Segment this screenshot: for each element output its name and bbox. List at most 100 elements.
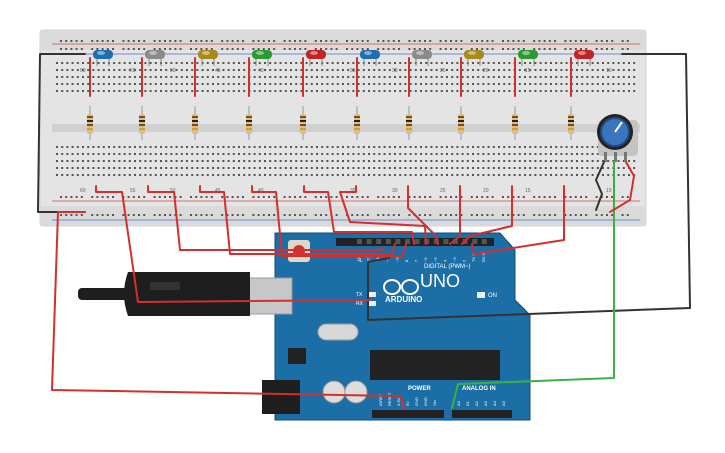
column-number-bottom: 10: [606, 188, 612, 194]
digital-pin[interactable]: [357, 239, 362, 244]
wire-analog-a0: [451, 161, 615, 409]
analog-pin-label: A0: [456, 400, 461, 406]
column-number-top: 45: [215, 68, 221, 74]
on-label: ON: [488, 293, 497, 299]
led-row: [93, 50, 594, 66]
analog-header[interactable]: [452, 410, 512, 418]
analog-label: ANALOG IN: [462, 386, 496, 392]
wire-5v: [51, 211, 405, 409]
digital-pin[interactable]: [414, 239, 420, 244]
power-pin-label: RESET: [387, 392, 392, 406]
power-pin-label: GND: [414, 397, 419, 406]
resistor[interactable]: [139, 106, 145, 140]
tx-label: TX: [356, 292, 363, 298]
digital-pin[interactable]: [405, 239, 410, 244]
resistor[interactable]: [300, 106, 306, 140]
led-blue-1[interactable]: [93, 50, 113, 66]
l-label: L: [360, 258, 363, 264]
power-pin-label: 5V: [405, 401, 410, 406]
digital-pin[interactable]: [395, 239, 401, 244]
brand-label: ARDUINO: [385, 295, 422, 304]
rx-label: RX: [356, 301, 364, 307]
digital-pin[interactable]: [366, 239, 372, 244]
column-number-top: 15: [525, 68, 531, 74]
digital-pin-label: 13: [356, 257, 361, 262]
model-label: UNO: [420, 271, 460, 291]
column-number-top: 20: [483, 68, 489, 74]
digital-label: DIGITAL (PWM~): [424, 264, 471, 270]
resistor[interactable]: [87, 106, 93, 140]
digital-pin[interactable]: [433, 239, 439, 244]
analog-pin-labels: A0 A1 A2 A3 A4 A5: [456, 400, 506, 406]
power-label: POWER: [408, 386, 431, 392]
digital-pin-label: 12: [366, 257, 371, 262]
column-number-top: 60: [80, 68, 86, 74]
digital-pin[interactable]: [453, 239, 458, 244]
digital-pin[interactable]: [472, 239, 478, 244]
column-number-top: 55: [130, 68, 136, 74]
digital-pin-label: ~5: [433, 257, 438, 262]
breadboard-holes: [56, 40, 636, 216]
digital-pin-label: ~3: [452, 257, 457, 262]
usb-cable: [78, 272, 250, 316]
column-number-top: 35: [350, 68, 356, 74]
atmega-chip: [370, 350, 500, 380]
digital-pin-label: ~6: [423, 257, 428, 262]
power-header[interactable]: [372, 410, 444, 418]
power-pin-label: Vin: [432, 400, 437, 406]
column-number-bottom: 20: [483, 188, 489, 194]
resistor[interactable]: [246, 106, 252, 140]
digital-pin-label: ~9: [394, 257, 399, 262]
led-green-2[interactable]: [518, 50, 538, 66]
led-gray-1[interactable]: [145, 50, 165, 66]
led-gray-2[interactable]: [412, 50, 432, 66]
digital-pin-label: ~11: [375, 255, 380, 262]
column-number-top: 25: [440, 68, 446, 74]
digital-pin-label: 8: [404, 259, 409, 262]
digital-pin-label: 7: [414, 259, 419, 262]
arduino-uno-board[interactable]: UNO ARDUINO ON TX RX DIGITAL (PWM~) POWE…: [247, 232, 531, 421]
wire-ground-right: [367, 53, 691, 321]
analog-pin-label: A1: [465, 400, 470, 406]
column-number-top: 30: [392, 68, 398, 74]
led-green-1[interactable]: [252, 50, 272, 66]
analog-pin-label: A5: [501, 400, 506, 406]
digital-pin[interactable]: [443, 239, 449, 244]
digital-pin[interactable]: [481, 239, 487, 244]
potentiometer[interactable]: [597, 114, 638, 162]
resistor[interactable]: [406, 106, 412, 140]
digital-pin-label: RX 0: [481, 252, 486, 262]
breadboard[interactable]: 6060555550504545404035353030252520201515…: [39, 29, 647, 227]
column-number-bottom: 15: [525, 188, 531, 194]
led-blue-2[interactable]: [360, 50, 380, 66]
power-pin-label: 3.3V: [396, 397, 401, 406]
usb-port[interactable]: [247, 277, 293, 315]
digital-pin-label: 2: [462, 259, 467, 262]
column-number-bottom: 60: [80, 188, 86, 194]
wires: [37, 53, 691, 409]
analog-pin-label: A3: [483, 400, 488, 406]
resistor[interactable]: [512, 106, 518, 140]
digital-pin-label: TX 1: [471, 253, 476, 262]
power-jack[interactable]: [262, 380, 300, 414]
column-number-bottom: 55: [130, 188, 136, 194]
analog-pin-label: A2: [474, 400, 479, 406]
resistor[interactable]: [458, 106, 464, 140]
wire-pot-5v: [609, 161, 635, 213]
resistors: [87, 106, 574, 140]
digital-pin[interactable]: [385, 239, 391, 244]
resistor[interactable]: [192, 106, 198, 140]
resistor[interactable]: [354, 106, 360, 140]
led-red-2[interactable]: [574, 50, 594, 66]
led-yellow-2[interactable]: [464, 50, 484, 66]
resistor[interactable]: [568, 106, 574, 140]
wire-pot-gnd: [595, 161, 605, 211]
digital-pin-label: 4: [442, 259, 447, 262]
digital-pin[interactable]: [376, 239, 382, 244]
led-yellow-1[interactable]: [198, 50, 218, 66]
analog-pin-label: A4: [492, 400, 497, 406]
led-red-1[interactable]: [306, 50, 326, 66]
power-pin-label: IOREF: [378, 393, 383, 406]
